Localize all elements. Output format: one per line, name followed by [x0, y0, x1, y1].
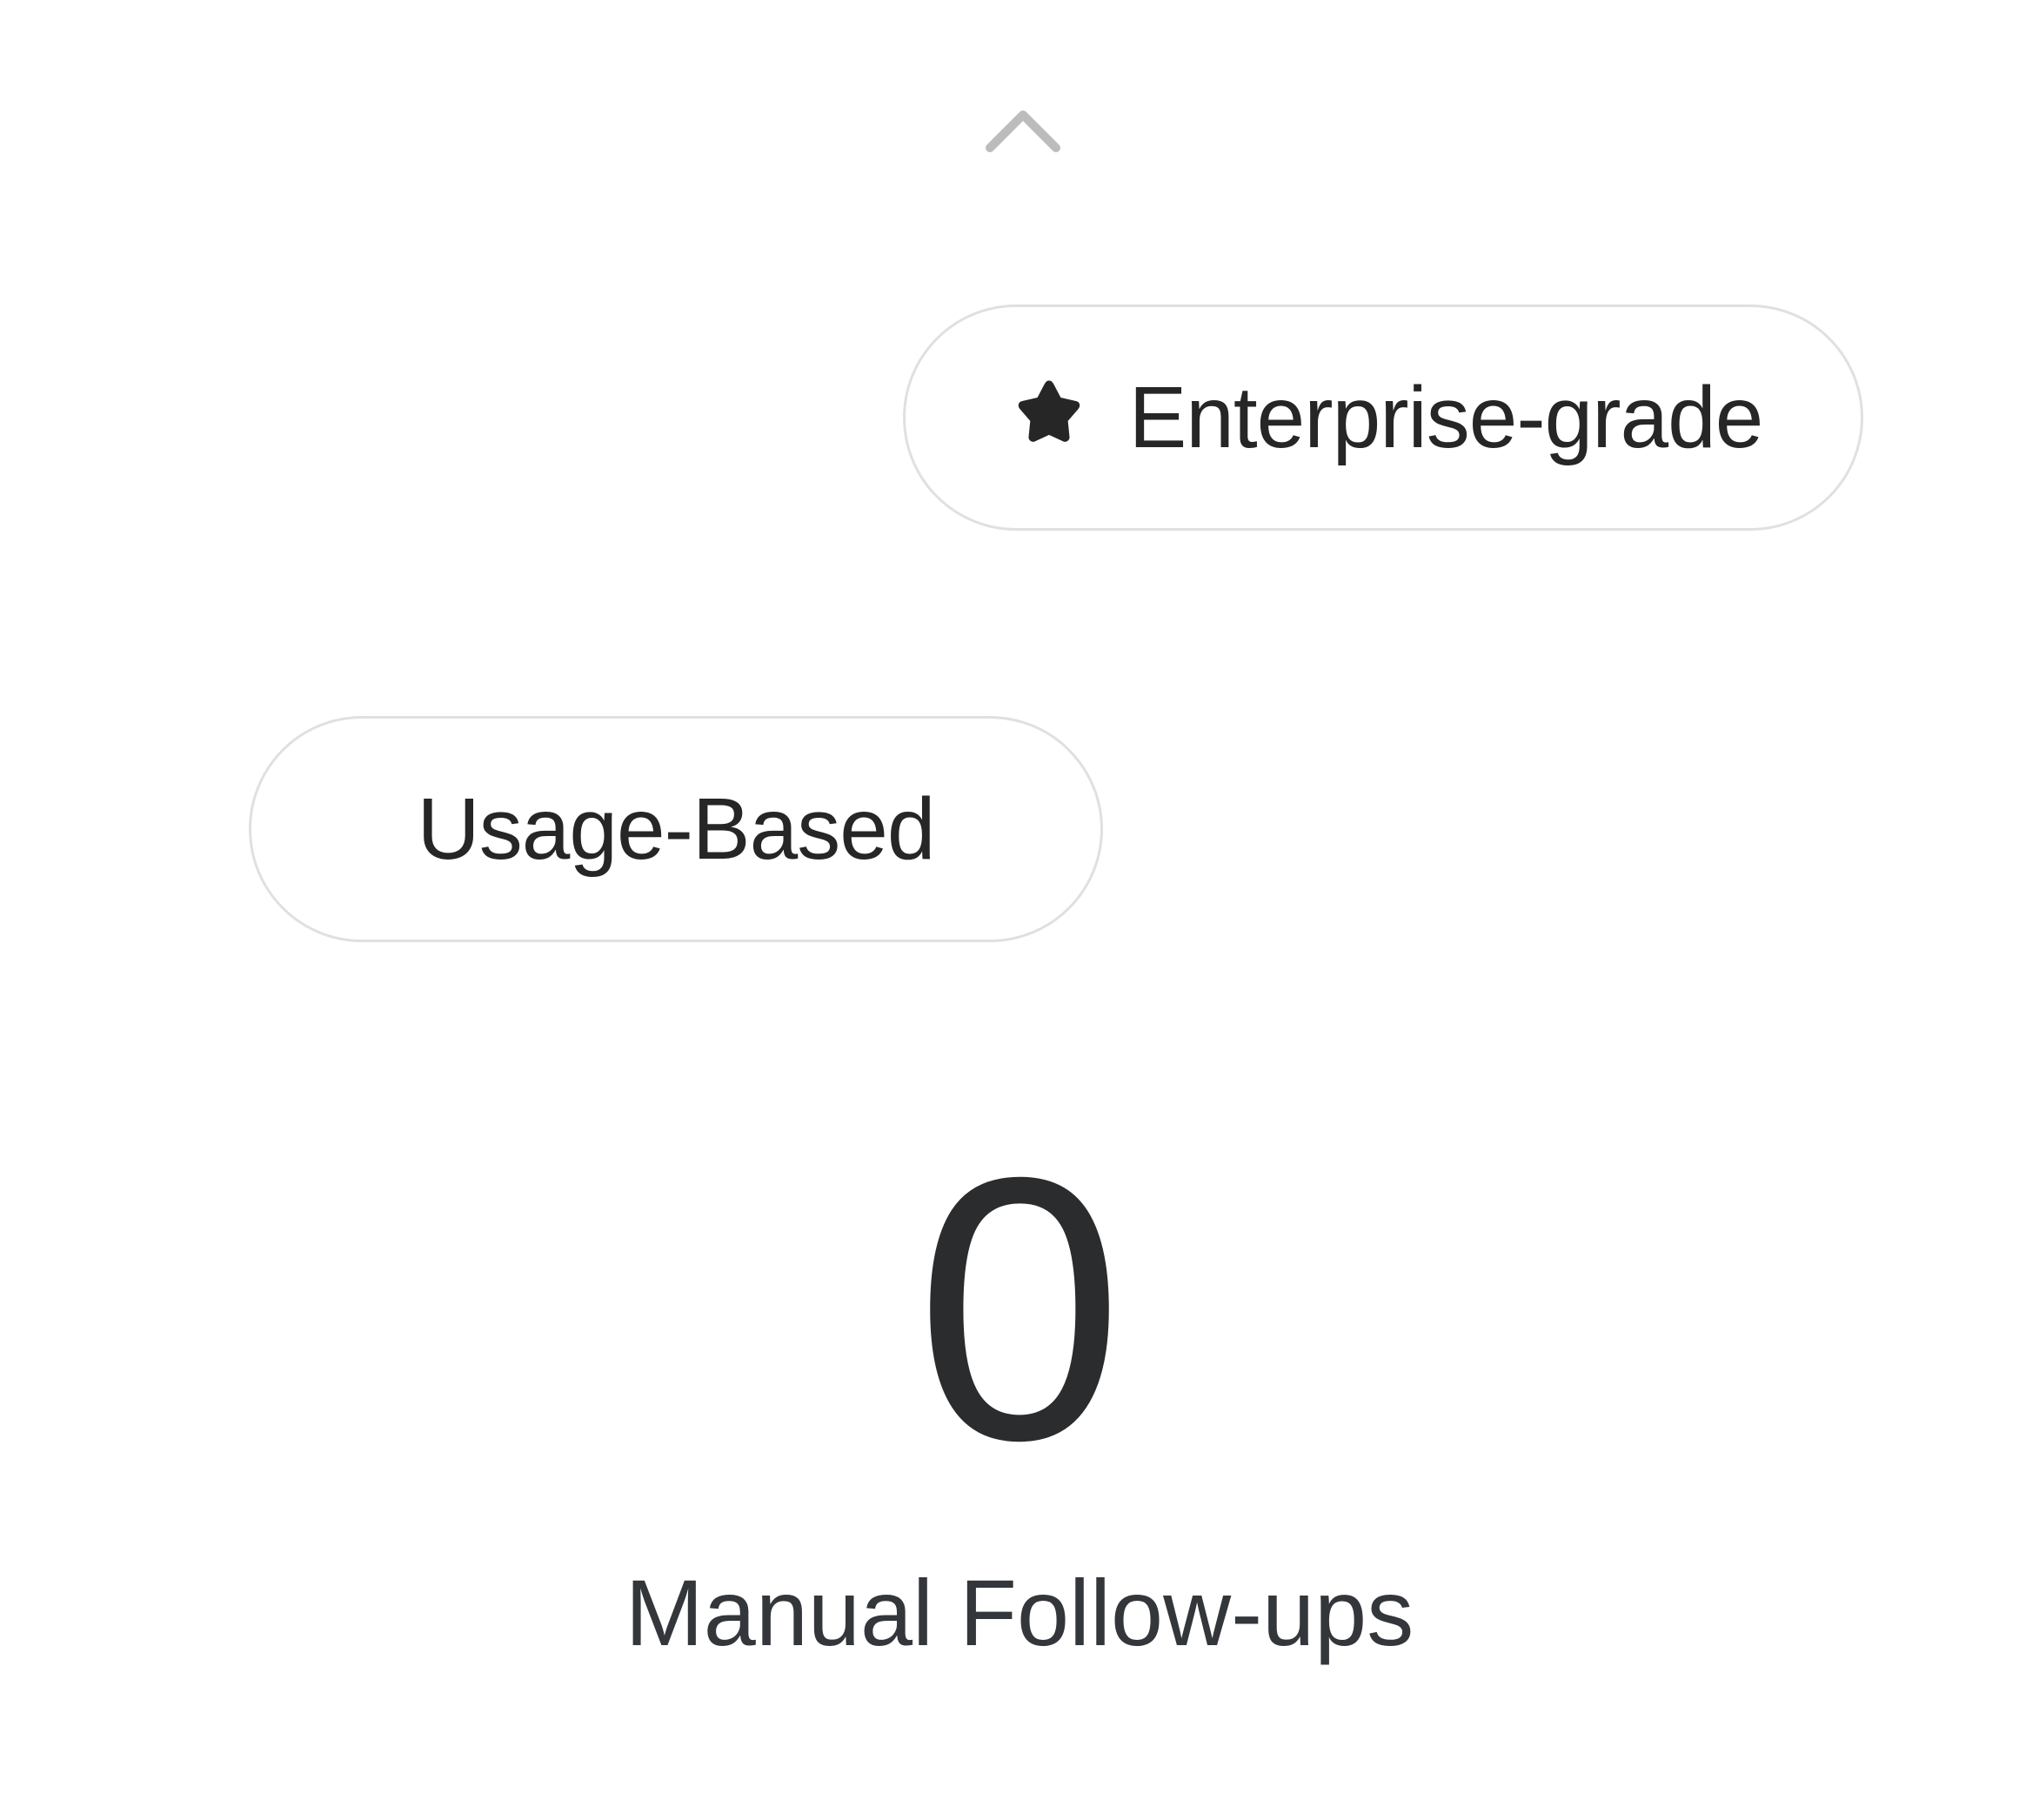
star-icon — [1018, 380, 1080, 442]
milestone-label: Enterprise-grade — [1128, 368, 1764, 466]
milestone-enterprise-grade: Enterprise-grade — [903, 304, 1863, 531]
milestone-usage-based: Usage-Based — [249, 716, 1103, 942]
metric-value: 0 — [915, 1101, 1124, 1518]
metric-label: Manual Follow-ups — [625, 1560, 1414, 1665]
milestone-label: Usage-Based — [417, 780, 936, 878]
arrow-up-icon — [986, 110, 1060, 152]
